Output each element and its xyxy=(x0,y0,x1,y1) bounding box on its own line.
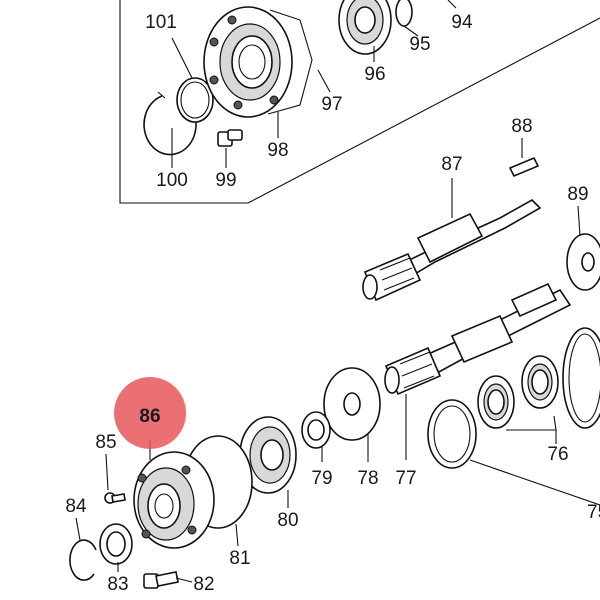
callout-95[interactable]: 95 xyxy=(409,34,430,55)
callout-97[interactable]: 97 xyxy=(321,94,342,115)
callout-96[interactable]: 96 xyxy=(364,64,385,85)
part-labels: 101 100 99 98 97 96 95 94 88 87 89 76 77… xyxy=(65,12,600,595)
callout-79[interactable]: 79 xyxy=(311,468,332,489)
part-75-ring xyxy=(562,327,600,429)
part-101-ring xyxy=(176,77,214,123)
callout-82[interactable]: 82 xyxy=(193,574,214,595)
callout-75-partial[interactable]: 75 xyxy=(587,502,600,523)
part-83-ring xyxy=(99,523,133,572)
part-87-shaft xyxy=(362,178,542,302)
callout-86[interactable]: 86 xyxy=(139,406,160,427)
part-89-washer xyxy=(566,205,600,291)
part-79-shim xyxy=(301,411,331,462)
part-95 xyxy=(395,0,413,27)
inset-frame xyxy=(119,0,600,204)
callout-98[interactable]: 98 xyxy=(267,140,288,161)
callout-87[interactable]: 87 xyxy=(441,154,462,175)
callout-100[interactable]: 100 xyxy=(156,170,188,191)
callout-94[interactable]: 94 xyxy=(451,12,473,33)
part-99-bolt xyxy=(217,129,243,147)
callout-76[interactable]: 76 xyxy=(547,444,568,465)
highlight-marker-86[interactable]: 86 xyxy=(114,377,186,449)
callout-99[interactable]: 99 xyxy=(215,170,236,191)
part-96-bearing xyxy=(338,0,392,55)
part-75-ring-lower xyxy=(427,399,600,506)
part-78-washer xyxy=(323,367,381,462)
part-77-shaft xyxy=(384,282,572,460)
part-76-needle-bearings xyxy=(477,355,559,444)
part-84-circlip xyxy=(69,517,97,581)
callout-85[interactable]: 85 xyxy=(95,432,116,453)
inset-leaders xyxy=(171,0,457,168)
part-85-screw xyxy=(104,453,126,504)
callout-88[interactable]: 88 xyxy=(511,116,532,137)
part-98-housing xyxy=(203,6,313,118)
callout-83[interactable]: 83 xyxy=(107,574,128,595)
callout-84[interactable]: 84 xyxy=(65,496,87,517)
callout-80[interactable]: 80 xyxy=(277,510,298,531)
callout-101[interactable]: 101 xyxy=(145,12,177,33)
callout-77[interactable]: 77 xyxy=(395,468,416,489)
part-86-carrier xyxy=(133,440,215,549)
part-88-key xyxy=(508,138,540,178)
callout-81[interactable]: 81 xyxy=(229,548,250,569)
callout-89[interactable]: 89 xyxy=(567,184,588,205)
callout-78[interactable]: 78 xyxy=(357,468,378,489)
part-82-bolt xyxy=(143,571,193,589)
